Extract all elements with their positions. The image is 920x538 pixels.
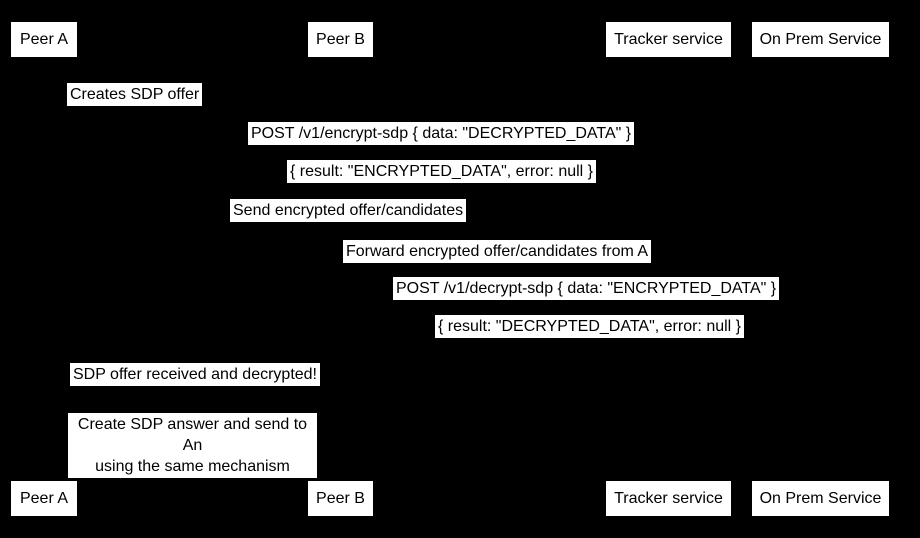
participant-on-prem-service-top: On Prem Service: [752, 22, 889, 57]
lifeline-tracker-service: [668, 57, 669, 481]
participant-peer-a-bottom: Peer A: [11, 481, 77, 516]
note-create-sdp-answer: Create SDP answer and send to An using t…: [68, 413, 317, 478]
participant-on-prem-service-bottom: On Prem Service: [752, 481, 889, 516]
participant-peer-a-top: Peer A: [11, 22, 77, 57]
message-encrypt-result: { result: "ENCRYPTED_DATA", error: null …: [287, 160, 597, 183]
participant-tracker-service-top: Tracker service: [606, 22, 731, 57]
lifeline-peer-b: [340, 57, 341, 481]
note-creates-sdp-offer: Creates SDP offer: [67, 83, 203, 106]
message-send-encrypted-offer: Send encrypted offer/candidates: [230, 199, 467, 222]
lifeline-peer-a: [44, 57, 45, 481]
participant-tracker-service-bottom: Tracker service: [606, 481, 731, 516]
participant-peer-b-top: Peer B: [308, 22, 373, 57]
message-post-encrypt-sdp: POST /v1/encrypt-sdp { data: "DECRYPTED_…: [248, 122, 635, 145]
participant-peer-b-bottom: Peer B: [308, 481, 373, 516]
message-decrypt-result: { result: "DECRYPTED_DATA", error: null …: [435, 315, 745, 338]
message-offer-received: SDP offer received and decrypted!: [70, 363, 320, 386]
message-post-decrypt-sdp: POST /v1/decrypt-sdp { data: "ENCRYPTED_…: [393, 277, 780, 300]
message-forward-encrypted-offer: Forward encrypted offer/candidates from …: [343, 240, 652, 263]
lifeline-on-prem-service: [820, 57, 821, 481]
